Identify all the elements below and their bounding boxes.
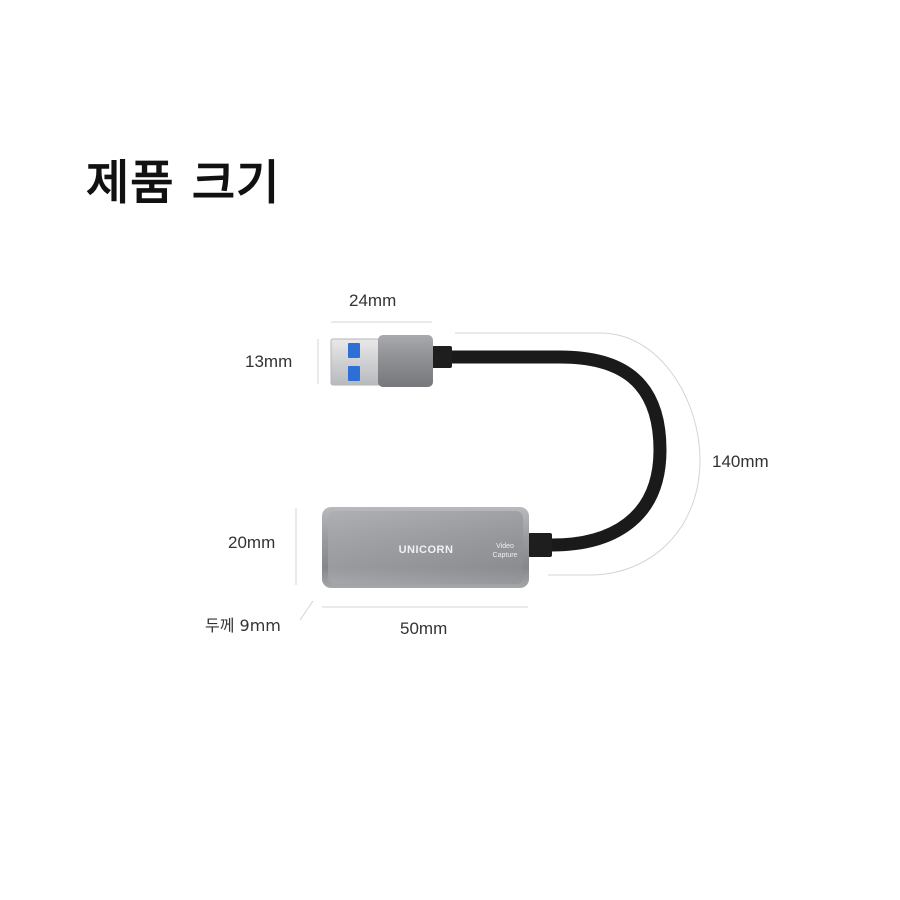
- usb-port-blue-bottom: [348, 366, 360, 381]
- cable: [445, 350, 667, 552]
- guide-thickness: [299, 600, 314, 621]
- usb-height-label: 13mm: [245, 352, 293, 371]
- body-width-label: 50mm: [400, 619, 448, 638]
- device-label-line1: Video: [496, 543, 514, 550]
- usb-port-blue-top: [348, 343, 360, 358]
- usb-strain-relief: [432, 346, 452, 368]
- usb-plug: [330, 335, 433, 387]
- capture-body: UNICORN Video Capture: [322, 507, 529, 588]
- cable-length-label: 140mm: [712, 452, 769, 471]
- brand-logo: UNICORN: [399, 544, 454, 556]
- device-label-line2: Capture: [493, 552, 518, 559]
- guide-cable-length: [455, 332, 701, 576]
- usb-width-label: 24mm: [349, 291, 397, 310]
- dimension-guides: [295, 321, 701, 621]
- usb-collar: [378, 335, 433, 387]
- page-title: 제품 크기: [86, 156, 281, 211]
- body-height-label: 20mm: [228, 533, 276, 552]
- thickness-label: 두께 9mm: [205, 616, 281, 635]
- body-strain-relief: [528, 533, 552, 557]
- capture-body-face: [328, 511, 523, 584]
